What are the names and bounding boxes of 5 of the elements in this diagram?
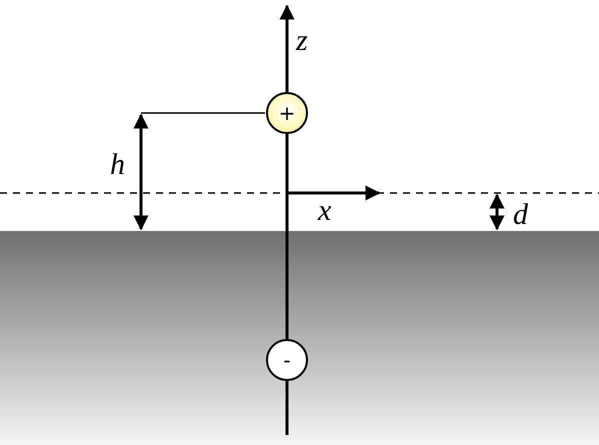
axis-label: x bbox=[318, 196, 332, 226]
axis-label: z bbox=[296, 26, 308, 56]
dimension-label: d bbox=[513, 200, 528, 230]
dimension-label: h bbox=[110, 150, 125, 180]
positive-charge: + bbox=[266, 92, 308, 134]
